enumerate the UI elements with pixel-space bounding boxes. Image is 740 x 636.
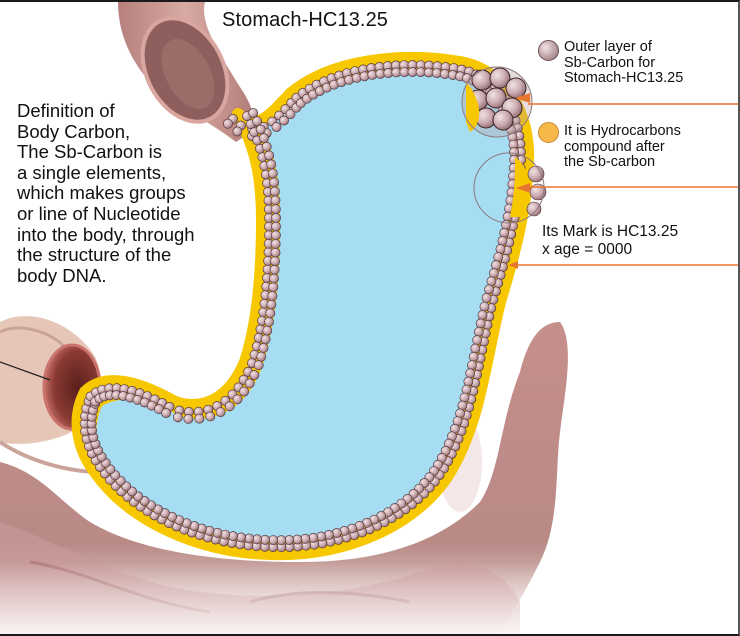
sb-carbon-bead [172,412,183,423]
sb-carbon-bead [261,141,272,152]
sb-carbon-bead-magnified [485,87,507,109]
sb-carbon-bead [258,342,269,353]
esophagus [118,2,254,142]
sb-carbon-bead [269,273,279,284]
sb-carbon-bead [228,531,238,542]
sb-carbon-bead [264,150,275,161]
sb-carbon-bead [244,533,254,544]
sb-carbon-bead [467,360,477,370]
sb-carbon-bead [501,219,511,230]
sb-carbon-bead [249,370,260,380]
sb-carbon-bead [267,168,278,179]
sb-carbon-bead [232,394,243,405]
sb-carbon-bead [269,264,280,275]
sb-carbon-bead [271,221,281,232]
sb-carbon-bead [499,227,510,238]
sb-carbon-bead [461,384,472,395]
sb-carbon-bead [268,535,279,545]
sb-carbon-bead [493,252,504,262]
sb-carbon-bead [269,186,280,197]
sb-carbon-bead-magnified [492,109,514,131]
sb-carbon-bead [488,268,499,279]
sb-carbon-bead [268,282,279,293]
sb-carbon-bead [497,235,508,246]
sb-carbon-bead-magnified [505,77,527,99]
sb-carbon-bead [262,325,273,336]
sb-carbon-bead [205,411,216,422]
sb-carbon-bead [468,351,479,362]
sb-carbon-bead [472,335,483,346]
sb-carbon-bead [271,122,282,132]
sb-carbon-bead [248,108,259,118]
sb-carbon-bead [479,301,490,312]
sb-carbon-bead [285,109,296,119]
sb-carbon-bead [222,118,233,129]
sb-carbon-bead [255,124,266,135]
sb-carbon-bead [256,351,267,362]
sb-carbon-bead [224,401,235,412]
legend-outer-layer: Outer layer of Sb-Carbon for Stomach-HC1… [564,39,684,87]
sb-carbon-bead-magnified [471,69,493,91]
sb-carbon-bead [232,126,243,137]
sb-carbon-bead [194,413,205,424]
sb-carbon-bead [215,407,226,417]
sb-carbon-bead [270,238,281,249]
sb-carbon-bead [236,532,246,543]
magnifier-outer-layer [461,66,533,138]
sb-carbon-bead-magnified [489,67,511,89]
sb-carbon-bead [486,276,497,287]
sb-carbon-bead [183,413,194,424]
sb-carbon-bead [423,67,434,78]
sb-carbon-bead [266,299,277,310]
mark-text: Its Mark is HC13.25 x age = 0000 [542,223,679,258]
sb-carbon-bead [473,326,484,337]
sb-carbon-bead [367,70,378,80]
sb-carbon-bead [271,212,281,223]
sb-carbon-bead [265,308,276,319]
sb-carbon-bead [484,284,494,295]
sb-carbon-bead [266,159,277,170]
sb-carbon-bead [270,204,281,214]
sb-carbon-bead [279,115,289,126]
legend-hydrocarbon: It is Hydrocarbons compound after the Sb… [564,123,681,171]
diagram-title: Stomach-HC13.25 [222,9,389,31]
sb-carbon-bead [270,230,281,241]
sb-carbon-bead [260,334,271,345]
definition-text: Definition of Body Carbon, The Sb-Carbon… [17,100,195,286]
hydrocarbon-dot-icon [538,122,559,143]
sb-carbon-bead [470,343,481,354]
sb-carbon-bead [475,318,486,329]
sb-carbon-bead [269,177,279,188]
sb-carbon-bead [253,360,264,371]
sb-carbon-bead [477,310,488,320]
sb-carbon-bead [270,247,281,258]
sb-carbon-bead [481,292,492,303]
sb-carbon-bead [270,256,280,266]
sb-carbon-bead [161,408,171,418]
sb-carbon-bead [267,290,278,301]
sb-carbon-bead [258,133,269,143]
sb-carbon-bead [463,376,474,387]
pointer-line-duodenum [0,361,51,381]
intestine-tissue [0,322,568,634]
sb-carbon-bead [292,534,303,545]
sb-carbon-bead [263,316,274,327]
sb-carbon-bead [252,116,262,127]
sb-carbon-bead [239,386,249,397]
sb-carbon-bead [495,244,506,254]
sb-carbon-bead [244,378,255,389]
sb-carbon-bead-icon [538,40,559,61]
sb-carbon-bead [465,368,476,379]
magnifier-hydrocarbon-layer [473,152,547,224]
sb-carbon-bead [270,195,281,206]
